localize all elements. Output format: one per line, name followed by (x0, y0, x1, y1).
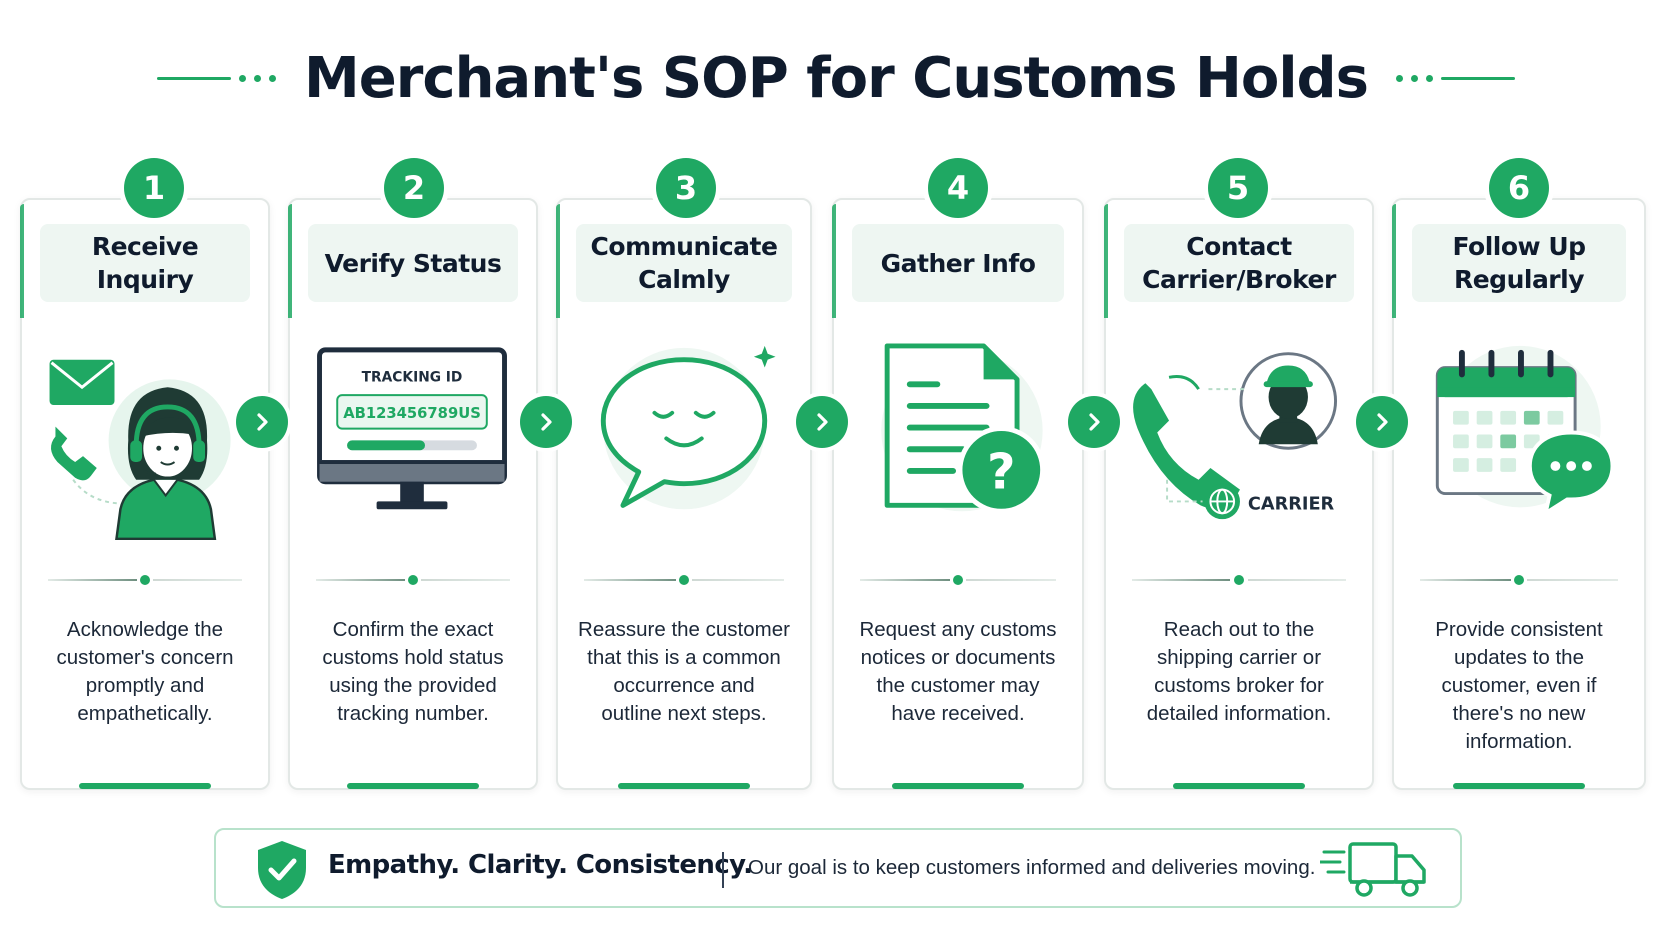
step-card-2: Verify Status TRACKING ID AB123456789US … (288, 198, 538, 790)
footer-motto: Empathy. Clarity. Consistency. (328, 850, 753, 880)
step-description: Request any customs notices or documents… (859, 618, 1057, 725)
footer-goal: Our goal is to keep customers informed a… (748, 856, 1316, 879)
title-decoration-left (157, 74, 277, 82)
card-divider (48, 575, 242, 585)
step-card-3: Communicate Calmly Reassure the customer… (556, 198, 812, 790)
footer-separator (722, 852, 724, 888)
tracking-id: AB123456789US (343, 405, 481, 422)
step-card-4: Gather Info ? Request any customs notice… (832, 198, 1084, 790)
step-card-1: Receive Inquiry Acknowledge the customer… (20, 198, 270, 790)
document-question-icon: ? (834, 330, 1082, 600)
step-number-2: 2 (384, 158, 444, 218)
step-number-1: 1 (124, 158, 184, 218)
step-number-3: 3 (656, 158, 716, 218)
svg-text:?: ? (987, 443, 1016, 501)
card-divider (860, 575, 1056, 585)
step-number-6: 6 (1489, 158, 1549, 218)
tracking-progress-fill (347, 440, 426, 451)
chevron-right-icon (1356, 396, 1408, 448)
step-title: Gather Info (880, 248, 1036, 278)
step-header-6: Follow Up Regularly (1412, 224, 1626, 302)
chevron-right-icon (520, 396, 572, 448)
phone-carrier-icon: CARRIER (1106, 330, 1372, 600)
card-divider (584, 575, 784, 585)
tracking-label: TRACKING ID (362, 369, 463, 385)
calendar-chat-icon (1394, 330, 1644, 600)
step-description: Confirm the exact customs hold status us… (322, 618, 504, 725)
step-card-5: Contact Carrier/Broker CARRIER Reach out… (1104, 198, 1374, 790)
calm-speech-bubble-icon (558, 330, 810, 600)
step-header-1: Receive Inquiry (40, 224, 250, 302)
step-header-3: Communicate Calmly (576, 224, 792, 302)
step-title: Communicate Calmly (590, 232, 778, 294)
shield-check-icon (254, 839, 310, 901)
step-card-6: Follow Up Regularly Provide consistent u… (1392, 198, 1646, 790)
step-description: Provide consistent updates to the custom… (1435, 618, 1603, 753)
support-agent-icon (22, 330, 268, 600)
step-header-5: Contact Carrier/Broker (1124, 224, 1354, 302)
title-row: Merchant's SOP for Customs Holds (0, 38, 1672, 118)
step-title: Verify Status (324, 248, 502, 278)
delivery-truck-icon (1318, 838, 1430, 902)
chevron-right-icon (796, 396, 848, 448)
step-title: Receive Inquiry (91, 232, 199, 294)
chevron-right-icon (1068, 396, 1120, 448)
card-divider (1420, 575, 1618, 585)
chevron-right-icon (236, 396, 288, 448)
title-decoration-right (1395, 74, 1515, 82)
card-divider (316, 575, 510, 585)
step-header-2: Verify Status (308, 224, 518, 302)
tracking-monitor-icon: TRACKING ID AB123456789US (290, 330, 536, 600)
step-header-4: Gather Info (852, 224, 1064, 302)
card-divider (1132, 575, 1346, 585)
step-number-4: 4 (928, 158, 988, 218)
step-title: Follow Up Regularly (1452, 232, 1586, 294)
step-description: Acknowledge the customer's concern promp… (56, 618, 234, 725)
step-number-5: 5 (1208, 158, 1268, 218)
footer-banner: Empathy. Clarity. Consistency. Our goal … (214, 828, 1462, 908)
step-title: Contact Carrier/Broker (1142, 232, 1336, 294)
step-description: Reach out to the shipping carrier or cus… (1146, 618, 1332, 725)
page-title: Merchant's SOP for Customs Holds (304, 45, 1369, 111)
carrier-label: CARRIER (1248, 494, 1335, 514)
step-description: Reassure the customer that this is a com… (578, 618, 790, 725)
